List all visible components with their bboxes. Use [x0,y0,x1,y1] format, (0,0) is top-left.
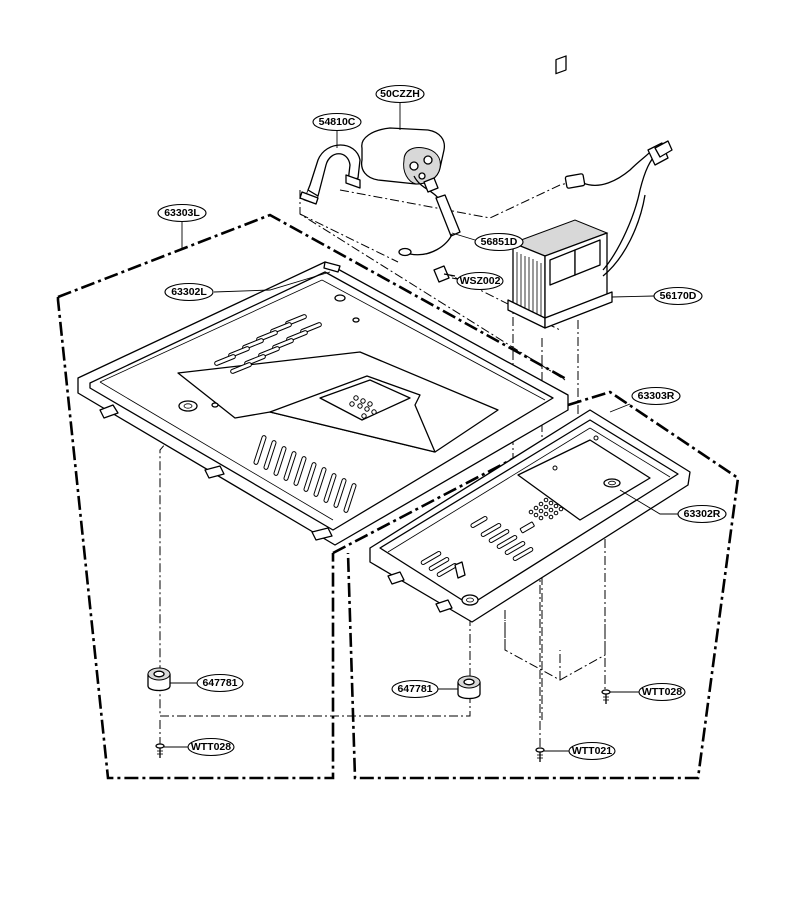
screw-left-wtt028 [155,743,165,758]
right-vent-slots [420,516,535,577]
callout-647781-right: 647781 [391,679,439,699]
label-left-cover: 63303L [164,207,200,219]
vent-holes-grid [349,395,377,419]
callout-56170d: 56170D [653,286,703,306]
label-screw-right-lower: WTT021 [572,745,612,757]
label-screw-wsz: WSZ002 [460,275,501,287]
capacitor [360,127,446,185]
left-base-plate [77,261,569,546]
callout-54810c: 54810C [312,112,362,132]
foot-right [457,675,481,700]
label-foot-left: 647781 [202,677,237,689]
transformer-wires [564,140,673,277]
screw-wsz002 [433,265,456,283]
label-bracket: 54810C [319,116,356,128]
callout-wsz002: WSZ002 [456,271,504,291]
left-cover-outline [56,213,569,780]
callout-wtt028-right: WTT028 [638,682,686,702]
right-base-plate [369,409,691,623]
callout-63302r: 63302R [677,504,727,524]
label-right-plate: 63302R [684,508,721,520]
callout-56851d: 56851D [474,232,524,252]
vent-slots-top [214,314,322,374]
screw-right-wtt021 [535,747,545,762]
screw-right-wtt028 [601,689,611,704]
mesh-vent [528,497,564,521]
label-harness: 56851D [481,236,518,248]
transformer [507,55,613,329]
callout-647781-left: 647781 [196,673,244,693]
right-cover-outline [346,390,740,780]
callout-50czzh: 50CZZH [375,84,425,104]
label-left-plate: 63302L [171,286,207,298]
vent-slots-front [253,435,357,513]
label-foot-right: 647781 [397,683,432,695]
label-right-cover: 63303R [638,390,675,402]
bracket [299,144,361,205]
label-capacitor: 50CZZH [380,88,420,100]
harness [398,175,461,257]
callout-wtt028-left: WTT028 [187,737,235,757]
callout-63303r: 63303R [631,386,681,406]
transformer-laminations [516,252,542,316]
label-transformer: 56170D [660,290,697,302]
leader-lines [164,102,678,752]
callout-63302l: 63302L [164,282,214,302]
foot-left [147,667,171,692]
callout-63303l: 63303L [157,203,207,223]
label-screw-left: WTT028 [191,741,231,753]
label-screw-right-upper: WTT028 [642,686,682,698]
callout-wtt021: WTT021 [568,741,616,761]
